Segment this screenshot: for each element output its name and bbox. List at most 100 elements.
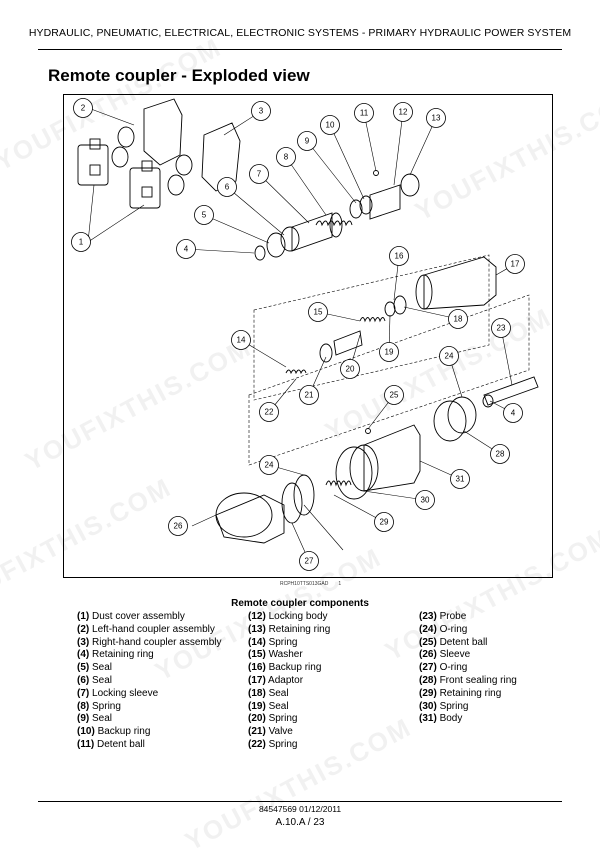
exploded-view-drawing: 1 2 3 4 5 6 7 8 9 10 11 12 13 14 15 16 1…: [71, 98, 539, 571]
svg-text:17: 17: [511, 260, 520, 269]
svg-text:19: 19: [385, 348, 394, 357]
legend-item: (11) Detent ball: [77, 738, 145, 750]
legend-item: (20) Spring: [248, 713, 298, 725]
legend-item: (2) Left-hand coupler assembly: [77, 623, 215, 635]
callout-18: 18: [448, 309, 468, 329]
legend-item: (16) Backup ring: [248, 662, 322, 674]
callout-5: 5: [194, 205, 214, 225]
leader-lines: [87, 108, 516, 562]
legend-item: (21) Valve: [248, 726, 293, 738]
callout-6: 6: [217, 177, 237, 197]
callout-9: 9: [297, 131, 317, 151]
callout-8: 8: [276, 147, 296, 167]
legend-item: (28) Front sealing ring: [419, 674, 517, 686]
legend-item: (5) Seal: [77, 662, 113, 674]
callout-4-lower: 4: [503, 403, 523, 423]
callout-29: 29: [374, 512, 394, 532]
callout-16: 16: [389, 246, 409, 266]
callout-23: 23: [491, 318, 511, 338]
page-title: Remote coupler - Exploded view: [48, 66, 310, 85]
legend-item: (1) Dust cover assembly: [77, 611, 185, 622]
legend-item: (7) Locking sleeve: [77, 687, 159, 699]
legend-item: (8) Spring: [77, 700, 121, 712]
footer-rule: [38, 801, 562, 802]
svg-text:27: 27: [305, 557, 314, 566]
callout-12: 12: [393, 102, 413, 122]
callout-3: 3: [251, 101, 271, 121]
legend-item: (10) Backup ring: [77, 726, 151, 738]
svg-text:8: 8: [284, 153, 289, 162]
callout-14: 14: [231, 330, 251, 350]
callout-21: 21: [299, 385, 319, 405]
legend-column-3: (23) Probe (24) O-ring (25) Detent ball …: [419, 611, 517, 726]
svg-text:11: 11: [360, 109, 369, 118]
svg-text:4: 4: [511, 409, 516, 418]
legend-item: (25) Detent ball: [419, 636, 488, 648]
adaptor-and-valve-parts: [285, 256, 539, 442]
svg-text:2: 2: [81, 104, 86, 113]
callout-11: 11: [354, 103, 374, 123]
svg-text:12: 12: [399, 108, 408, 117]
svg-text:16: 16: [395, 252, 404, 261]
svg-text:28: 28: [496, 450, 505, 459]
callout-17: 17: [505, 254, 525, 274]
legend-item: (18) Seal: [248, 687, 289, 699]
svg-text:26: 26: [174, 522, 183, 531]
svg-text:1: 1: [79, 238, 84, 247]
callout-31: 31: [450, 469, 470, 489]
svg-text:3: 3: [259, 107, 264, 116]
svg-text:29: 29: [380, 518, 389, 527]
dashed-assembly-outline: [248, 294, 530, 466]
svg-text:5: 5: [202, 211, 207, 220]
legend-item: (23) Probe: [419, 611, 467, 622]
callout-26: 26: [168, 516, 188, 536]
svg-text:31: 31: [456, 475, 465, 484]
svg-text:21: 21: [305, 391, 314, 400]
legend-item: (30) Spring: [419, 700, 469, 712]
legend-item: (9) Seal: [77, 713, 113, 725]
svg-text:9: 9: [305, 137, 310, 146]
callout-24-lower: 24: [259, 455, 279, 475]
dashed-assembly-outline: [253, 254, 490, 401]
svg-text:4: 4: [184, 245, 189, 254]
document-id: 84547569 01/12/2011: [258, 804, 342, 814]
callout-27: 27: [299, 551, 319, 571]
legend-item: (12) Locking body: [248, 611, 328, 622]
svg-text:23: 23: [497, 324, 506, 333]
callout-1: 1: [71, 232, 91, 252]
svg-text:6: 6: [225, 183, 230, 192]
svg-text:13: 13: [432, 114, 441, 123]
callout-10: 10: [320, 115, 340, 135]
page-reference: A.10.A / 23: [275, 817, 325, 828]
svg-text:20: 20: [346, 365, 355, 374]
legend-item: (26) Sleeve: [419, 649, 471, 661]
legend-item: (31) Body: [419, 713, 463, 725]
legend-item: (6) Seal: [77, 674, 113, 686]
coupler-assembly-drawing: [111, 98, 241, 196]
callout-2: 2: [73, 98, 93, 118]
callout-20: 20: [340, 359, 360, 379]
legend-item: (14) Spring: [248, 636, 298, 648]
legend-item: (24) O-ring: [419, 623, 468, 635]
legend-item: (3) Right-hand coupler assembly: [77, 636, 222, 648]
callout-13: 13: [426, 108, 446, 128]
callout-4: 4: [176, 239, 196, 259]
legend-column-2: (12) Locking body (13) Retaining ring (1…: [248, 611, 330, 752]
legend-item: (22) Spring: [248, 738, 298, 750]
legend-title: Remote coupler components: [231, 598, 369, 609]
svg-text:22: 22: [265, 408, 274, 417]
callout-30: 30: [415, 490, 435, 510]
legend-item: (13) Retaining ring: [248, 623, 331, 635]
callout-7: 7: [249, 164, 269, 184]
callout-22: 22: [259, 402, 279, 422]
exploded-view-figure: 1 2 3 4 5 6 7 8 9 10 11 12 13 14 15 16 1…: [63, 94, 553, 578]
svg-text:10: 10: [326, 121, 335, 130]
svg-text:18: 18: [454, 315, 463, 324]
svg-text:24: 24: [265, 461, 274, 470]
legend-item: (15) Washer: [248, 649, 303, 661]
svg-text:30: 30: [421, 496, 430, 505]
legend-item: (4) Retaining ring: [77, 649, 154, 661]
svg-text:15: 15: [314, 308, 323, 317]
svg-text:25: 25: [390, 391, 399, 400]
